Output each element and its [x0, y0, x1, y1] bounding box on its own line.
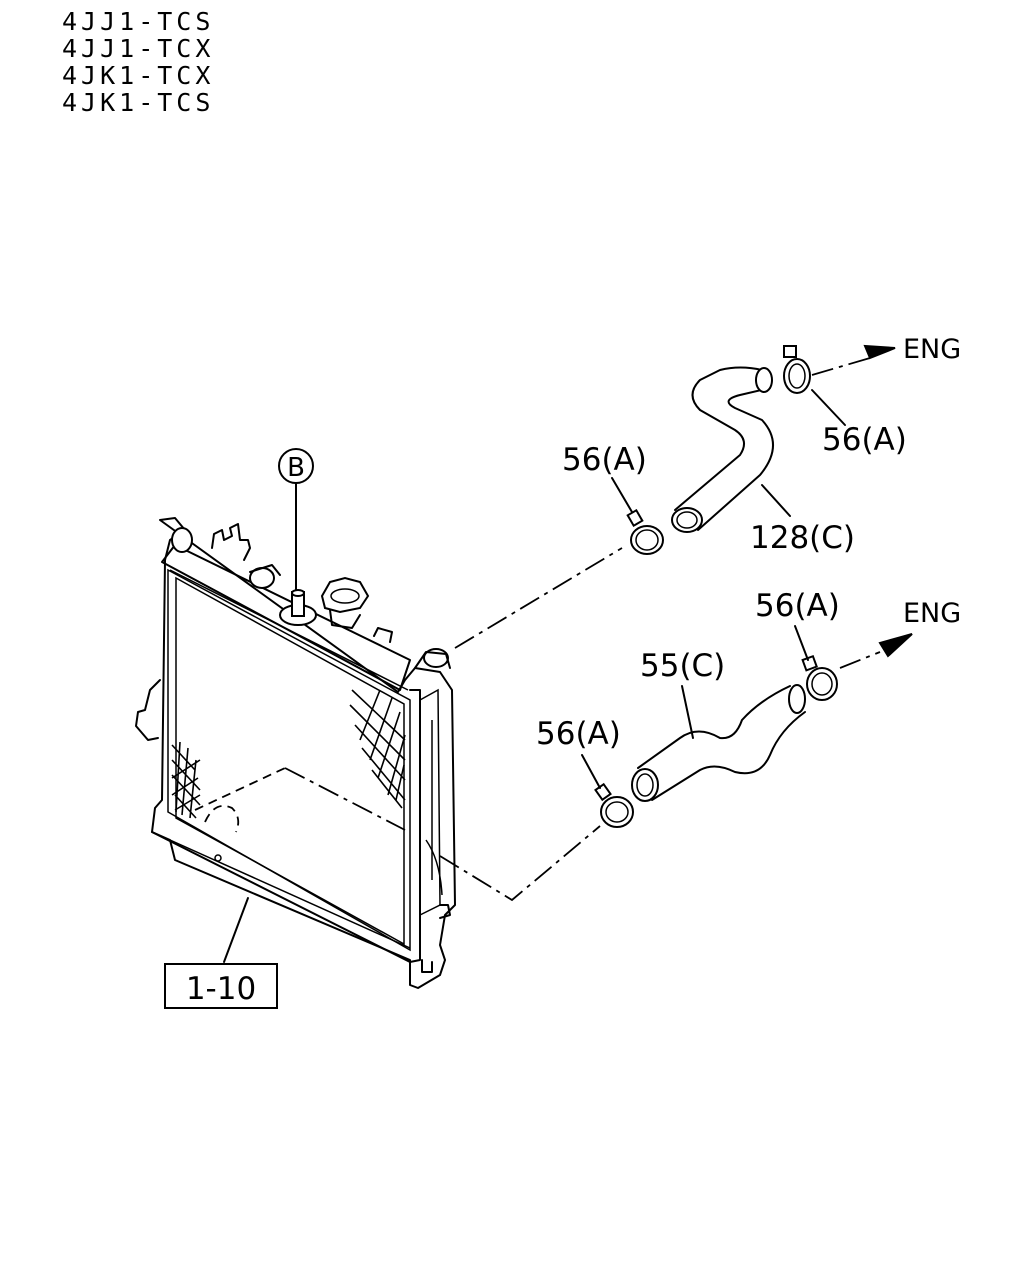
clamp-lower-right [794, 625, 838, 701]
clamp-upper-right [783, 345, 846, 426]
clamp-lower-left-label: 56(A) [536, 716, 621, 752]
upper-eng-arrow [863, 344, 896, 360]
upper-hose-label: 128(C) [750, 520, 855, 556]
lower-hose-guide-line [284, 767, 601, 902]
radiator-assembly [135, 483, 456, 989]
radiator-left-stub [171, 527, 193, 553]
radiator-top-tank [161, 544, 411, 691]
clamp-upper-right-label: 56(A) [822, 422, 907, 458]
core-hatch-right [349, 689, 406, 809]
engine-code-2: 4JJ1-TCX [62, 34, 214, 63]
upper-eng-guide [811, 357, 871, 376]
engine-code-list: 4JJ1-TCS 4JJ1-TCX 4JK1-TCX 4JK1-TCS [62, 7, 214, 117]
radiator-core-inner [175, 576, 405, 946]
lower-hose-left-end [631, 768, 659, 802]
upper-hose-guide-line [454, 547, 623, 649]
upper-hose-leader [761, 484, 791, 517]
upper-eng-label: ENG [903, 334, 961, 365]
engine-code-3: 4JK1-TCX [62, 61, 214, 90]
lower-hose-55c [631, 684, 806, 802]
radiator-core [167, 568, 411, 952]
radiator-ref-box [164, 963, 278, 1009]
radiator-ref-leader [223, 897, 249, 963]
core-hatch-left [171, 741, 201, 819]
clamp-lower-left [581, 754, 634, 828]
bolt-b-callout-circle [278, 448, 314, 484]
engine-code-4: 4JK1-TCS [62, 88, 214, 117]
lower-eng-arrow [878, 633, 913, 658]
clamp-upper-left [611, 477, 664, 555]
lower-eng-label: ENG [903, 598, 961, 629]
upper-hose-128c [671, 366, 774, 533]
bolt-b-label: B [287, 453, 305, 483]
drain-plug-hidden [204, 804, 240, 833]
upper-bracket [211, 523, 251, 561]
lower-eng-guide [839, 651, 881, 669]
clamp-upper-left-label: 56(A) [562, 442, 647, 478]
radiator-cap [320, 576, 370, 614]
radiator-ref-label: 1-10 [186, 971, 256, 1007]
lower-hose-label: 55(C) [640, 648, 725, 684]
clamp-lower-right-label: 56(A) [755, 588, 840, 624]
engine-code-1: 4JJ1-TCS [62, 7, 214, 36]
lower-hose-leader [681, 685, 694, 739]
